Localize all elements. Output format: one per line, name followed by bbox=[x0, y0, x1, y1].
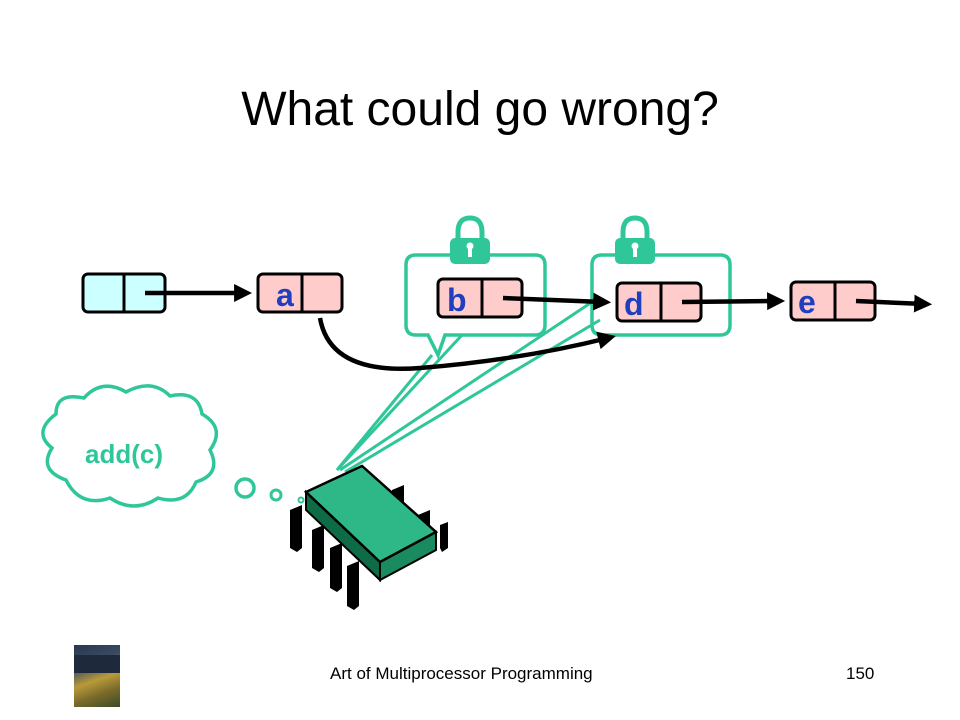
lock-icon bbox=[450, 215, 490, 264]
page-number: 150 bbox=[846, 664, 875, 683]
lock-icon bbox=[615, 215, 655, 264]
pointer-d-to-e bbox=[681, 292, 786, 311]
processor-chip-icon bbox=[290, 464, 448, 610]
footer-text: Art of Multiprocessor Programming bbox=[330, 664, 593, 683]
list-node-a bbox=[256, 272, 344, 314]
node-label-e: e bbox=[798, 284, 816, 320]
list-node-head bbox=[81, 272, 167, 314]
thought-text: add(c) bbox=[85, 439, 163, 469]
pointer-a-to-d bbox=[317, 317, 616, 371]
list-node-b bbox=[436, 277, 524, 319]
pointer-e-next bbox=[855, 294, 933, 313]
lock-bubble-b bbox=[404, 253, 547, 360]
bubble-pointer-lines bbox=[335, 298, 601, 474]
book-cover-icon bbox=[74, 645, 120, 707]
pointer-b-to-d bbox=[502, 292, 612, 311]
node-label-a: a bbox=[276, 277, 294, 313]
node-label-b: b bbox=[447, 282, 467, 318]
lock-bubble-d bbox=[590, 253, 732, 337]
thought-bubble bbox=[41, 384, 305, 508]
node-label-d: d bbox=[624, 286, 644, 322]
slide-title: What could go wrong? bbox=[241, 83, 719, 136]
